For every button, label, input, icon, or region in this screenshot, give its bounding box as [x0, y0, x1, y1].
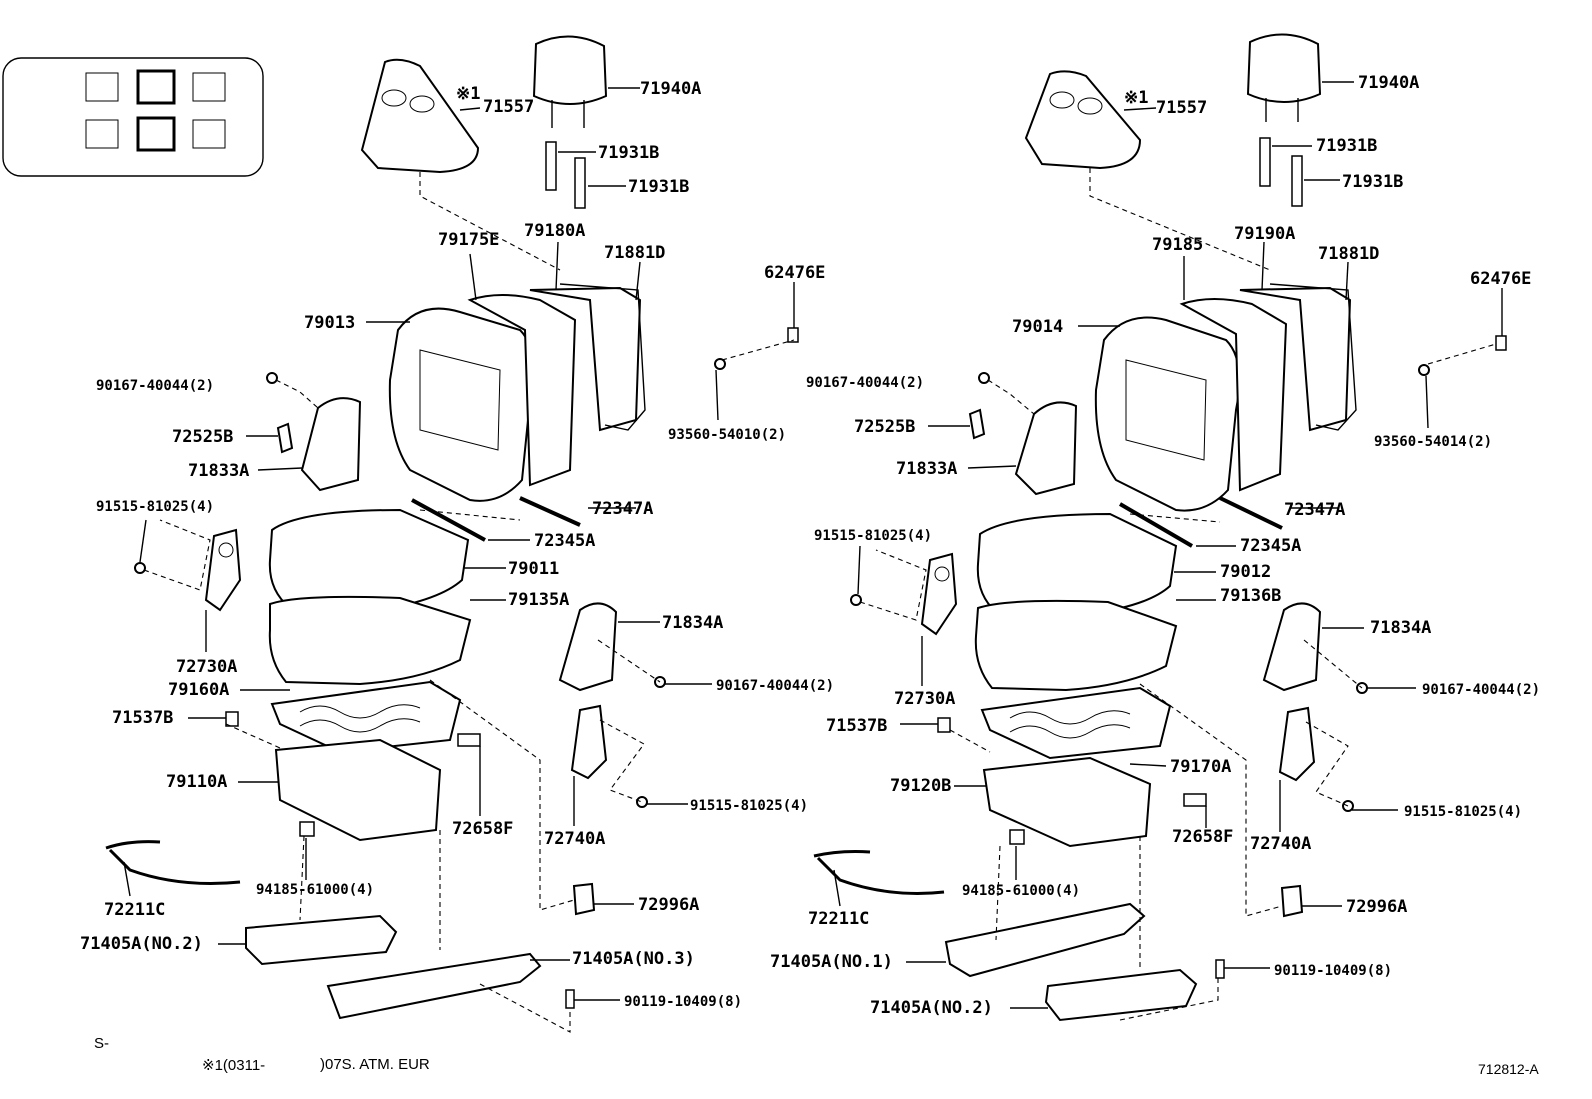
label-71833A-right: 71833A	[896, 459, 958, 479]
footer-note-spec: )07S. ATM. EUR	[320, 1056, 430, 1073]
label-79014: 79014	[1012, 317, 1064, 337]
label-72347A-right: 72347A	[1284, 500, 1346, 520]
label-71537B-left: 71537B	[112, 708, 174, 728]
label-91515-1-right: 91515-81025(4)	[814, 528, 933, 544]
label-71931B-1-left: 71931B	[598, 143, 660, 163]
label-71537B-right: 71537B	[826, 716, 888, 736]
label-79190A: 79190A	[1234, 224, 1296, 244]
label-90167-1-right: 90167-40044(2)	[806, 375, 925, 391]
label-72730A-left: 72730A	[176, 657, 238, 677]
label-79011: 79011	[508, 559, 560, 579]
label-62476E-left: 62476E	[764, 263, 826, 283]
label-90167-2-left: 90167-40044(2)	[716, 678, 835, 694]
label-72658F-left: 72658F	[452, 819, 514, 839]
left-seat-assembly	[105, 35, 799, 1033]
label-71405A-no2-left: 71405A(NO.2)	[80, 934, 203, 954]
label-72996A-left: 72996A	[638, 895, 700, 915]
figure-id: 712812-A	[1478, 1061, 1539, 1077]
label-71834A-right: 71834A	[1370, 618, 1432, 638]
label-79110A: 79110A	[166, 772, 228, 792]
label-91515-2-right: 91515-81025(4)	[1404, 804, 1523, 820]
label-72740A-right: 72740A	[1250, 834, 1312, 854]
label-79012: 79012	[1220, 562, 1272, 582]
label-71881D-left: 71881D	[604, 243, 666, 263]
label-72525B-right: 72525B	[854, 417, 916, 437]
label-90119-left: 90119-10409(8)	[624, 994, 743, 1010]
label-90167-1-left: 90167-40044(2)	[96, 378, 215, 394]
label-71557-left: 71557	[483, 97, 535, 117]
label-72525B-left: 72525B	[172, 427, 234, 447]
label-79135A: 79135A	[508, 590, 570, 610]
label-79175E: 79175E	[438, 230, 500, 250]
note-mark-right: ※1	[1124, 88, 1149, 108]
label-72730A-right: 72730A	[894, 689, 956, 709]
label-72740A-left: 72740A	[544, 829, 606, 849]
label-72658F-right: 72658F	[1172, 827, 1234, 847]
label-71881D-right: 71881D	[1318, 244, 1380, 264]
label-91515-1-left: 91515-81025(4)	[96, 499, 215, 515]
label-71405A-no2-right: 71405A(NO.2)	[870, 998, 993, 1018]
label-71405A-no1: 71405A(NO.1)	[770, 952, 893, 972]
label-71834A-left: 71834A	[662, 613, 724, 633]
label-71405A-no3: 71405A(NO.3)	[572, 949, 695, 969]
label-79013: 79013	[304, 313, 356, 333]
label-79160A: 79160A	[168, 680, 230, 700]
label-94185-left: 94185-61000(4)	[256, 882, 375, 898]
label-79170A: 79170A	[1170, 757, 1232, 777]
label-93560-54014: 93560-54014(2)	[1374, 434, 1493, 450]
label-72347A-left: 72347A	[592, 499, 654, 519]
label-71931B-1-right: 71931B	[1316, 136, 1378, 156]
label-62476E-right: 62476E	[1470, 269, 1532, 289]
label-90119-right: 90119-10409(8)	[1274, 963, 1393, 979]
footer-s-prefix: S-	[94, 1035, 109, 1052]
label-72211C-right: 72211C	[808, 909, 870, 929]
label-79185: 79185	[1152, 235, 1204, 255]
label-79180A: 79180A	[524, 221, 586, 241]
label-71833A-left: 71833A	[188, 461, 250, 481]
label-71940A-right: 71940A	[1358, 73, 1420, 93]
label-71940A-left: 71940A	[640, 79, 702, 99]
label-72345A-left: 72345A	[534, 531, 596, 551]
label-91515-2-left: 91515-81025(4)	[690, 798, 809, 814]
seat-position-inset	[2, 57, 264, 177]
footer-note-range: ※1(0311-	[202, 1057, 266, 1074]
label-72345A-right: 72345A	[1240, 536, 1302, 556]
label-79120B: 79120B	[890, 776, 952, 796]
note-mark-left: ※1	[456, 84, 481, 104]
label-79136B: 79136B	[1220, 586, 1282, 606]
label-71931B-2-right: 71931B	[1342, 172, 1404, 192]
label-72996A-right: 72996A	[1346, 897, 1408, 917]
label-72211C-left: 72211C	[104, 900, 166, 920]
label-71931B-2-left: 71931B	[628, 177, 690, 197]
right-seat-assembly	[813, 33, 1507, 1022]
label-94185-right: 94185-61000(4)	[962, 883, 1081, 899]
label-71557-right: 71557	[1156, 98, 1208, 118]
label-90167-2-right: 90167-40044(2)	[1422, 682, 1541, 698]
label-93560-54010: 93560-54010(2)	[668, 427, 787, 443]
